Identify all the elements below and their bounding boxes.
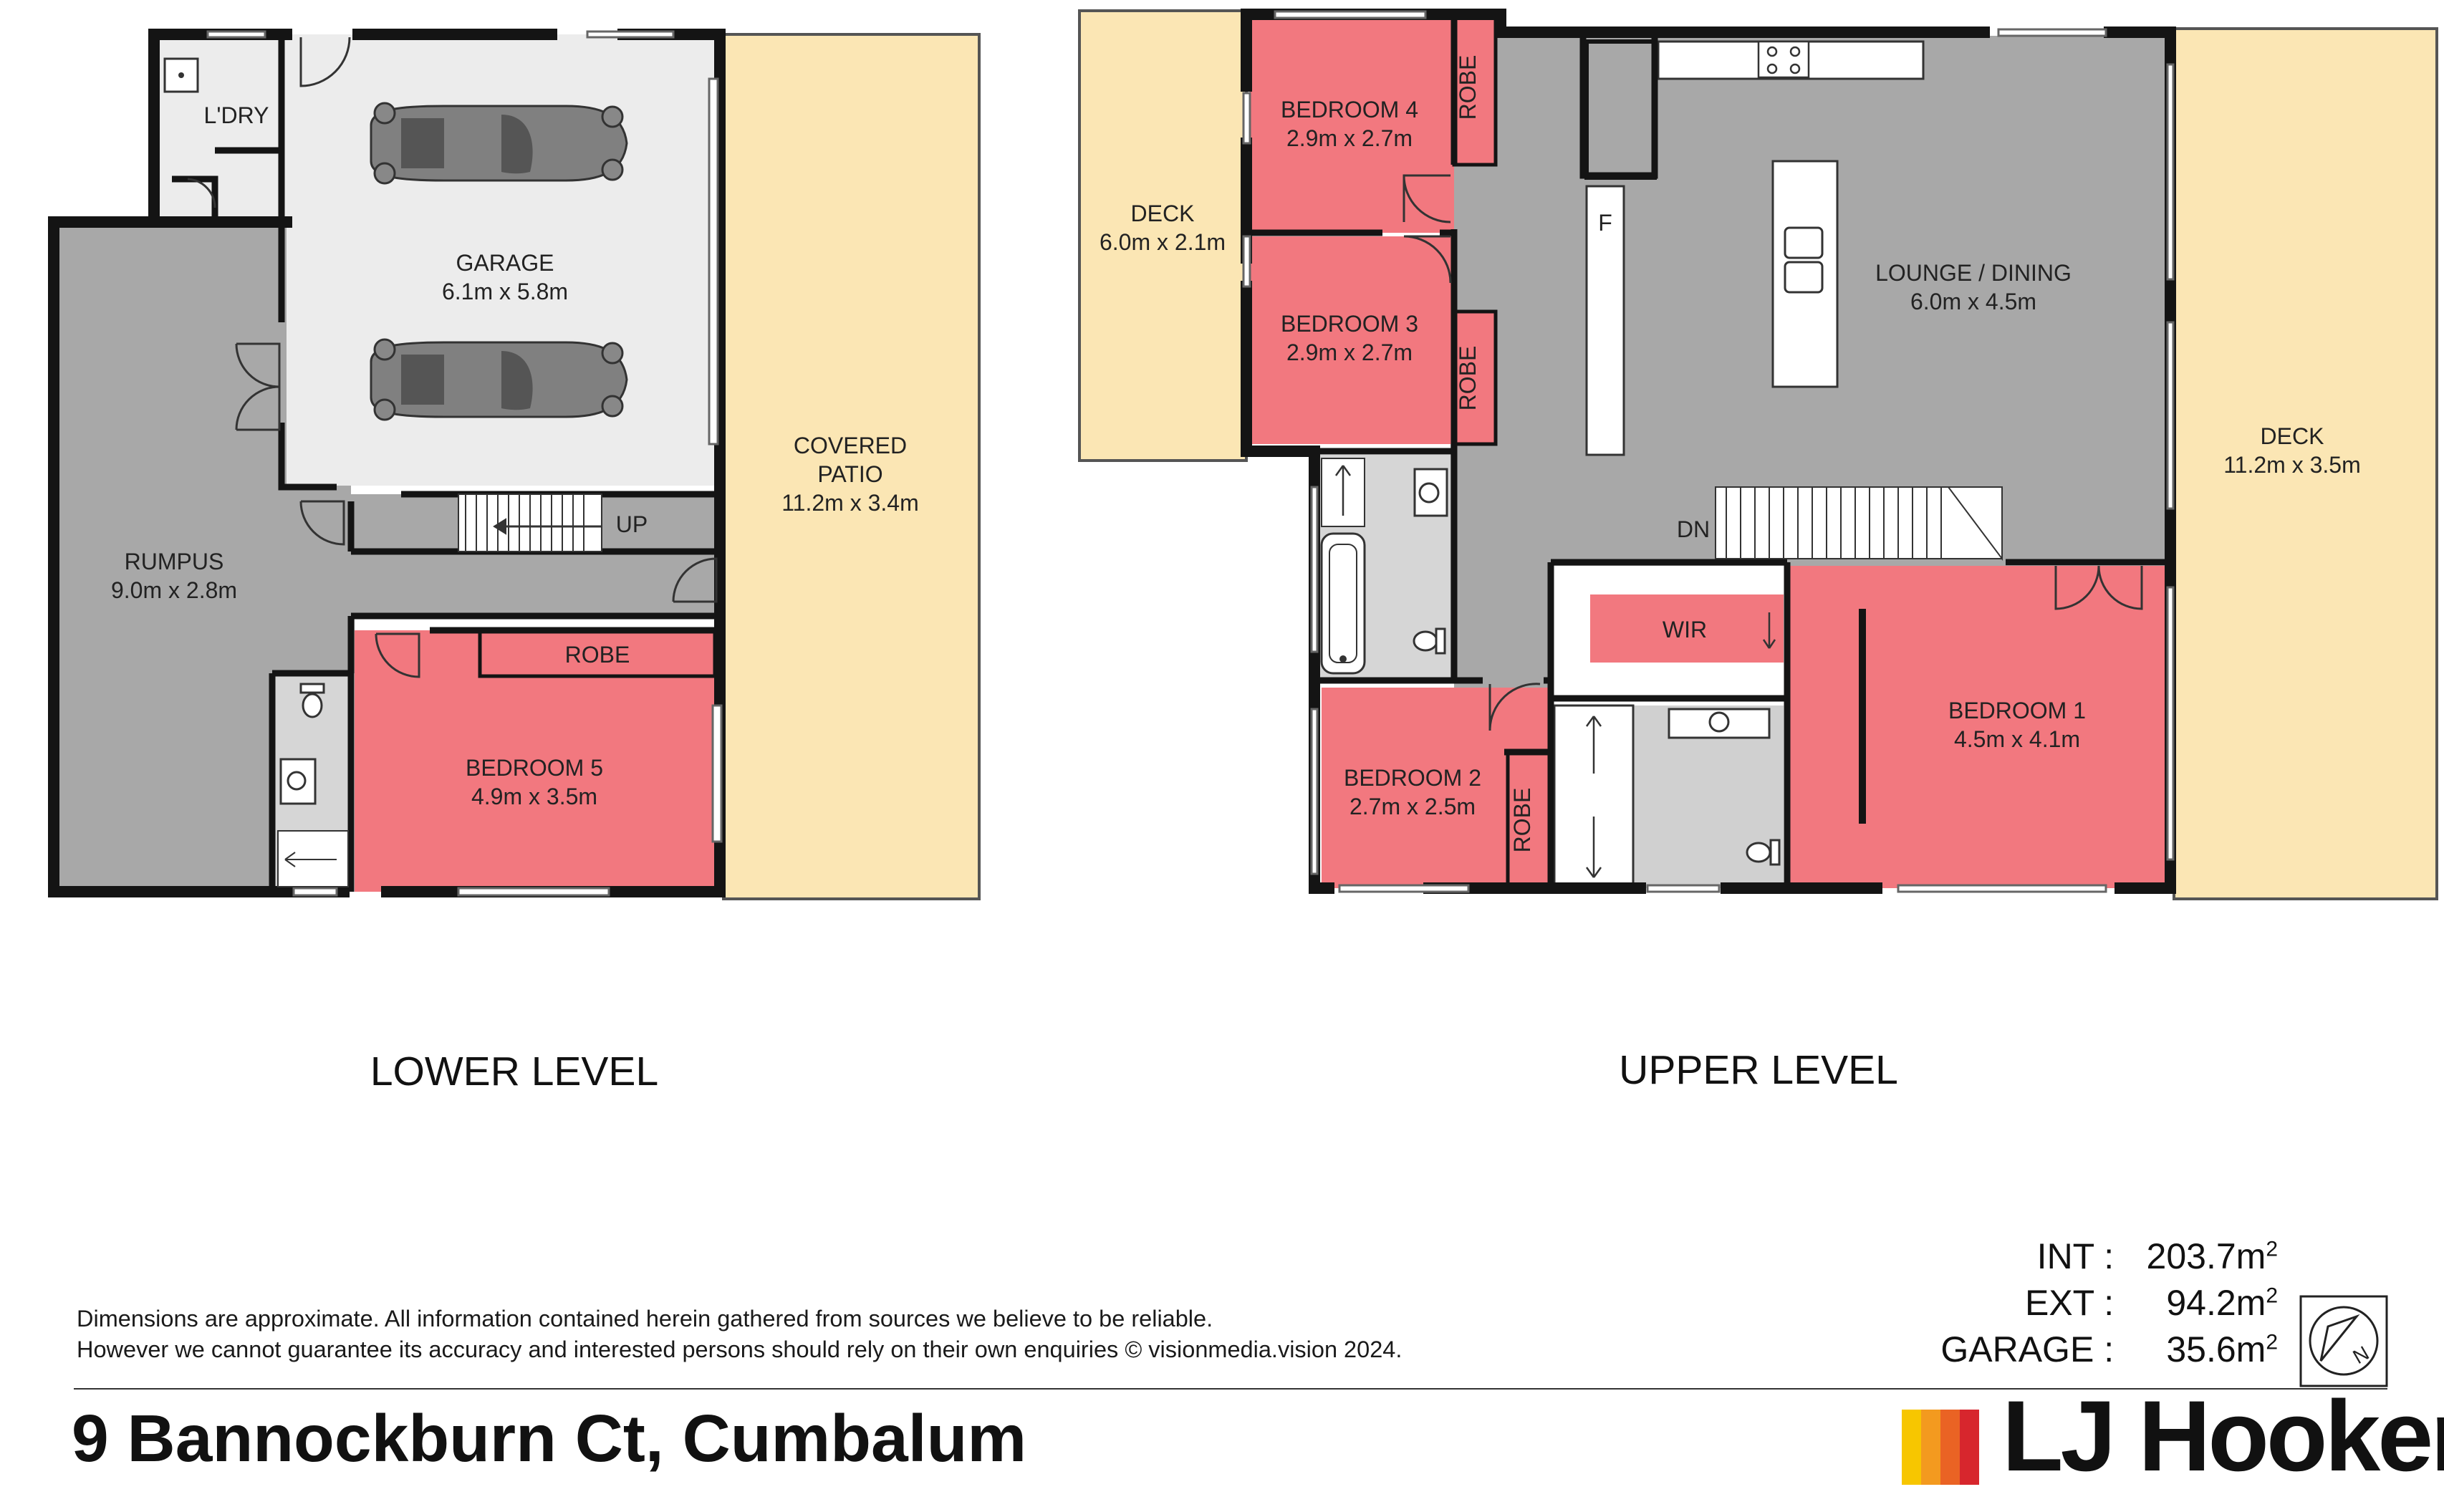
deck-right-area	[2173, 27, 2438, 900]
bedroom-1-wardrobe-line	[1859, 609, 1866, 824]
rumpus-name-label: RUMPUS	[125, 549, 224, 574]
upper-level-title: UPPER LEVEL	[1619, 1047, 1898, 1093]
lower-level-title: LOWER LEVEL	[370, 1049, 658, 1094]
disclaimer-line-1: Dimensions are approximate. All informat…	[77, 1306, 1213, 1332]
area-ext-row: EXT : 94.2m2	[2025, 1282, 2278, 1324]
property-address: 9 Bannockburn Ct, Cumbalum	[72, 1401, 1027, 1475]
upper-level-plan: DECK 6.0m x 2.1m BEDROOM 4 2.9m x 2.7m R…	[1078, 9, 2438, 900]
wir-label: WIR	[1663, 617, 1707, 642]
deck-right-name-label: DECK	[2261, 423, 2324, 449]
bedroom-5-name-label: BEDROOM 5	[466, 755, 603, 781]
lower-level-plan: L'DRY GARAGE 6.1m x 5.8m COVERED PATIO 1…	[48, 29, 981, 900]
toilet-icon-lower	[299, 683, 325, 718]
area-garage-unit: 2	[2266, 1330, 2278, 1354]
bathtub-icon	[1320, 532, 1366, 675]
area-int-value: 203.7m	[2146, 1236, 2266, 1276]
basin-icon-upper	[1413, 468, 1448, 517]
bedroom-2-name-label: BEDROOM 2	[1344, 765, 1481, 791]
bedroom-1-size-label: 4.5m x 4.1m	[1954, 726, 2080, 752]
robe-4-label: ROBE	[1455, 55, 1481, 120]
robe-3-label: ROBE	[1455, 346, 1481, 411]
bedroom-2-size-label: 2.7m x 2.5m	[1350, 794, 1476, 819]
fridge-space	[1585, 185, 1625, 456]
fridge-label: F	[1598, 210, 1612, 236]
bedroom-4-area	[1250, 18, 1454, 233]
laundry-sink-icon	[163, 57, 199, 93]
area-ext-label: EXT :	[2024, 1283, 2115, 1323]
wir-door-arrow-icon	[1762, 612, 1776, 649]
kitchen-sink-icon	[1784, 226, 1824, 294]
ensuite-toilet-icon	[1746, 839, 1781, 866]
robe-lower-label: ROBE	[565, 642, 630, 668]
bedroom-4-size-label: 2.9m x 2.7m	[1286, 125, 1413, 151]
rumpus-area	[54, 222, 716, 892]
linen-arrows-icon	[1585, 716, 1602, 878]
bedroom-3-name-label: BEDROOM 3	[1281, 311, 1418, 337]
area-ext-value: 94.2m	[2166, 1283, 2266, 1323]
shower-icon-lower	[277, 830, 349, 887]
area-int-row: INT : 203.7m2	[2037, 1236, 2278, 1277]
lower-doors	[187, 37, 718, 678]
area-garage-value: 35.6m	[2166, 1329, 2266, 1369]
brand-name: LJ Hooker	[2002, 1379, 2444, 1492]
robe-3-area	[1452, 309, 1498, 446]
bedroom-5-size-label: 4.9m x 3.5m	[471, 784, 597, 809]
stairs-up-label: UP	[616, 511, 648, 537]
deck-right-size-label: 11.2m x 3.5m	[2223, 452, 2360, 478]
wir-area	[1590, 594, 1784, 663]
stairs-down-label: DN	[1677, 516, 1710, 542]
area-garage-label: GARAGE :	[1940, 1329, 2115, 1369]
pantry-space	[1584, 39, 1657, 180]
basin-icon-lower	[279, 758, 317, 805]
lounge-dining-name-label: LOUNGE / DINING	[1875, 260, 2072, 286]
patio-size-label: 11.2m x 3.4m	[781, 490, 918, 516]
covered-patio-area	[722, 33, 981, 900]
car-icon-top	[370, 102, 628, 185]
bedroom-3-area	[1250, 236, 1454, 444]
footer-divider	[74, 1388, 2387, 1390]
bedroom-3-size-label: 2.9m x 2.7m	[1286, 340, 1413, 365]
robe-4-area	[1452, 16, 1498, 167]
lower-inner-walls	[172, 34, 716, 892]
shower-icon-upper	[1321, 458, 1365, 527]
area-int-label: INT :	[2036, 1236, 2115, 1276]
patio-name-label-1: COVERED	[794, 433, 907, 458]
rumpus-size-label: 9.0m x 2.8m	[111, 577, 237, 603]
toilet-icon-upper	[1413, 627, 1446, 655]
laundry-label: L'DRY	[204, 102, 269, 128]
upper-windows	[1242, 10, 2175, 893]
area-garage-row: GARAGE : 35.6m2	[1940, 1329, 2278, 1370]
area-ext-unit: 2	[2266, 1284, 2278, 1308]
garage-name-label: GARAGE	[456, 250, 554, 276]
upper-inner-walls	[1246, 14, 2170, 888]
lounge-dining-size-label: 6.0m x 4.5m	[1910, 289, 2036, 314]
patio-name-label-2: PATIO	[817, 461, 882, 487]
compass-icon: N	[2299, 1295, 2388, 1387]
lj-hooker-logo-icon	[1902, 1410, 1979, 1485]
upper-stairs	[1715, 486, 2003, 561]
car-icon-bottom	[370, 338, 628, 421]
lower-windows	[206, 30, 723, 897]
disclaimer-line-2: However we cannot guarantee its accuracy…	[77, 1337, 1403, 1362]
ensuite-basin-icon	[1668, 708, 1771, 739]
lower-stairs	[458, 493, 602, 552]
deck-left-size-label: 6.0m x 2.1m	[1100, 229, 1226, 255]
upper-doors	[1403, 174, 2143, 731]
garage-size-label: 6.1m x 5.8m	[442, 279, 568, 304]
area-int-unit: 2	[2266, 1237, 2278, 1261]
bedroom-4-name-label: BEDROOM 4	[1281, 97, 1418, 122]
cooktop-icon	[1757, 40, 1810, 79]
deck-left-name-label: DECK	[1131, 201, 1195, 226]
bedroom-1-name-label: BEDROOM 1	[1948, 698, 2086, 723]
bedroom-1-area	[1787, 566, 2170, 888]
robe-2-label: ROBE	[1509, 788, 1535, 853]
